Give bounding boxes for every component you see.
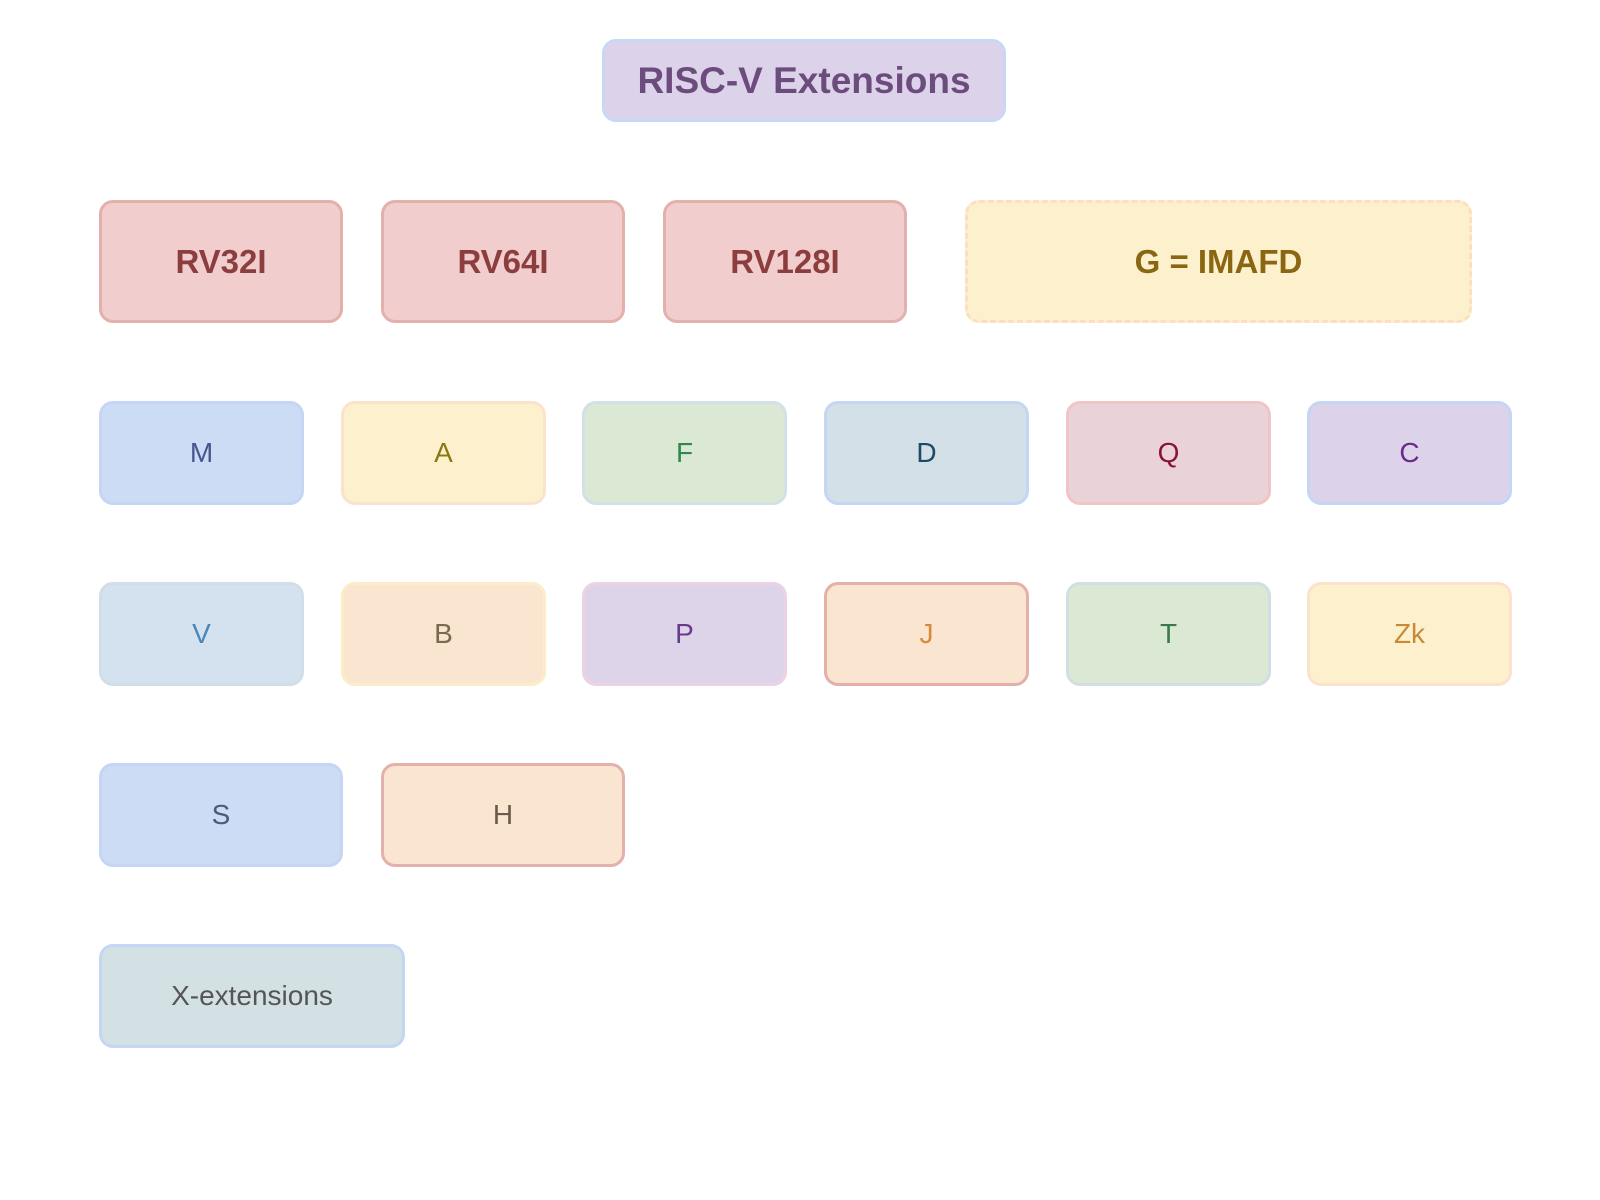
extension-d: D xyxy=(824,401,1029,505)
extension-s: S xyxy=(99,763,343,867)
base-isa-rv64i: RV64I xyxy=(381,200,625,323)
extension-a: A xyxy=(341,401,546,505)
base-isa-rv128i: RV128I xyxy=(663,200,907,323)
base-isa-rv32i: RV32I xyxy=(99,200,343,323)
extension-b: B xyxy=(341,582,546,686)
diagram-title: RISC-V Extensions xyxy=(602,39,1006,122)
extension-v: V xyxy=(99,582,304,686)
extension-p: P xyxy=(582,582,787,686)
extension-j: J xyxy=(824,582,1029,686)
extension-m: M xyxy=(99,401,304,505)
extension-t: T xyxy=(1066,582,1271,686)
group-g-extension: G = IMAFD xyxy=(965,200,1472,323)
extension-q: Q xyxy=(1066,401,1271,505)
extension-f: F xyxy=(582,401,787,505)
extension-zk: Zk xyxy=(1307,582,1512,686)
extension-c: C xyxy=(1307,401,1512,505)
extension-x-custom: X-extensions xyxy=(99,944,405,1048)
extension-h: H xyxy=(381,763,625,867)
